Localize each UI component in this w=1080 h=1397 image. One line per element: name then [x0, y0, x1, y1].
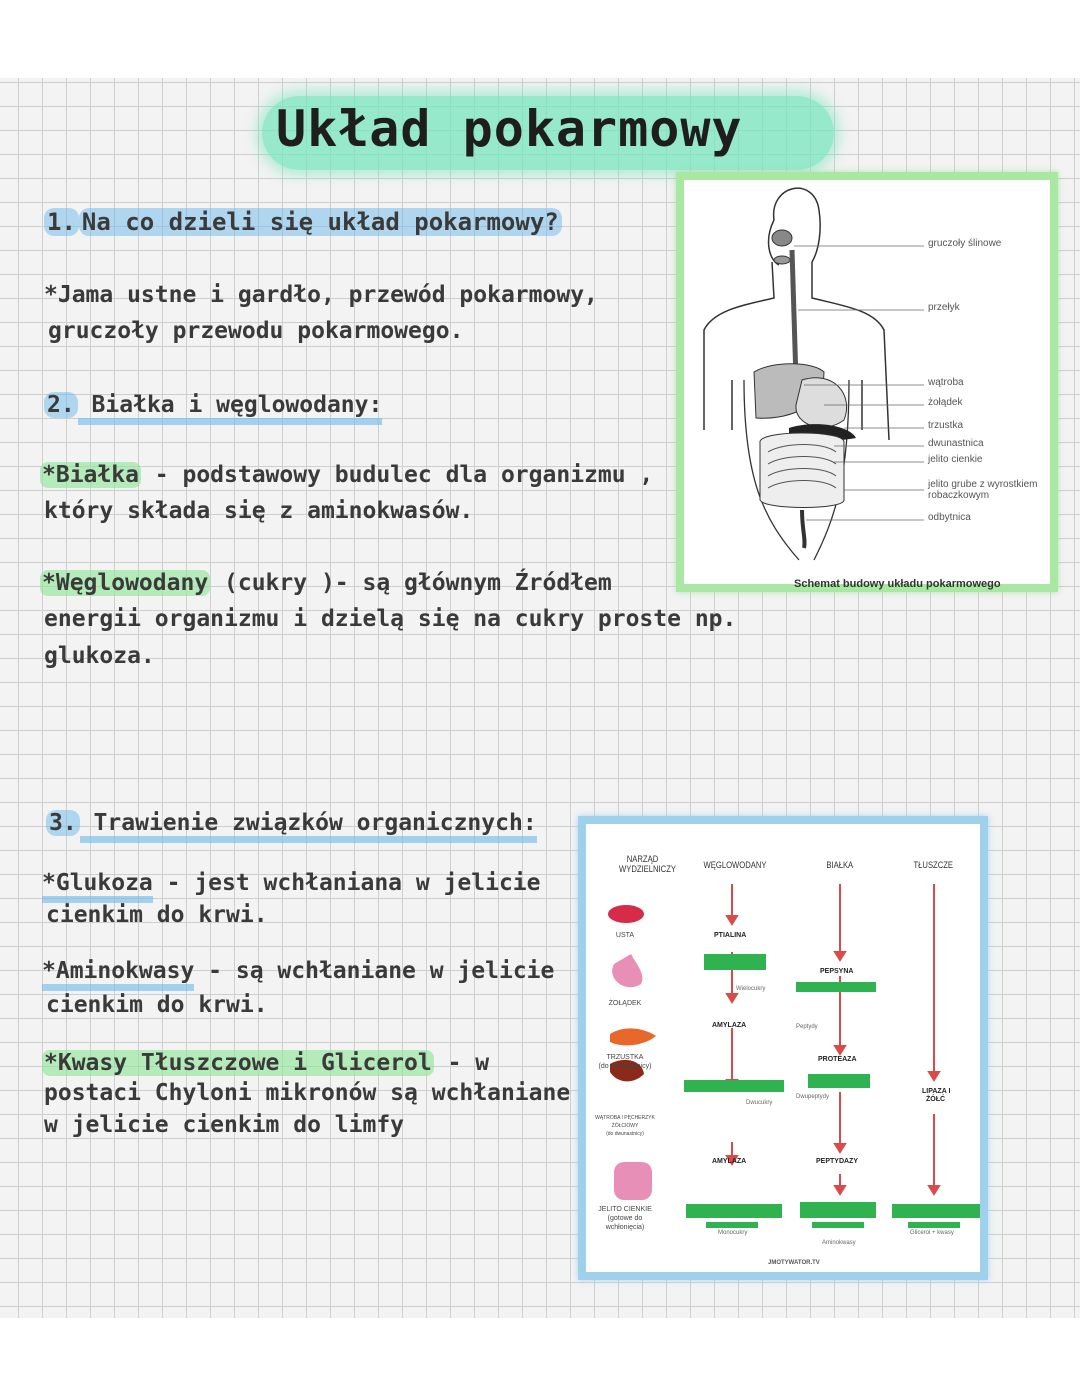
section-3-title: Trawienie związków organicznych: [79, 810, 537, 843]
label-esophagus: przełyk [928, 302, 960, 313]
label-stomach: żołądek [928, 397, 963, 408]
section-1-number: 1. [44, 208, 79, 236]
digestion-arrows-graphic [608, 884, 980, 1228]
section-2-number: 2. [44, 392, 78, 418]
enzyme-ptialina: PTIALINA [714, 932, 747, 939]
carb-definition-line-1: *Węglowodany (cukry )- są głównym Źródłe… [40, 570, 612, 596]
enzyme-pepsyna: PEPSYNA [820, 968, 854, 975]
digestion-table-diagram: NARZĄD WYDZIELNICZY WĘGLOWODANY BIAŁKA T… [578, 816, 988, 1280]
fat-line-1: *Kwasy Tłuszczowe i Glicerol - w [42, 1050, 489, 1076]
fat-line-3: w jelicie cienkim do limfy [44, 1112, 405, 1138]
amino-line-2: cienkim do krwi. [46, 992, 268, 1018]
label-large-intestine-1: jelito grube z wyrostkiem [928, 479, 1038, 490]
fat-term: *Kwasy Tłuszczowe i Glicerol [42, 1050, 434, 1076]
digestive-system-illustration [703, 187, 924, 561]
organ-intestine-2: (gotowe do [607, 1215, 643, 1222]
glucose-line-2: cienkim do krwi. [46, 902, 268, 928]
header-fats: TŁUSZCZE [913, 860, 954, 870]
title-highlight [262, 96, 834, 170]
section-3-number: 3. [46, 810, 80, 836]
organ-liver-1: WĄTROBA I PĘCHERZYK [595, 1115, 655, 1121]
header-proteins: BIAŁKA [826, 860, 854, 870]
enzyme-proteaza: PROTEAZA [818, 1056, 857, 1063]
glucose-term: *Glukoza [42, 870, 153, 903]
section-1-question: Na co dzieli się układ pokarmowy? [78, 208, 562, 236]
product-monocukry: Monocukry [718, 1230, 748, 1236]
amino-term: *Aminokwasy [42, 958, 195, 991]
organ-intestine-1: JELITO CIENKIE [598, 1206, 652, 1213]
header-organ-1: NARZĄD [626, 854, 659, 864]
section-1-answer-line-1: *Jama ustne i gardło, przewód pokarmowy, [44, 282, 598, 308]
carb-term: *Węglowodany [40, 570, 211, 596]
diagram-caption: Schemat budowy układu pokarmowego [794, 578, 1001, 590]
section-1-heading: 1.Na co dzieli się układ pokarmowy? [44, 208, 562, 236]
organ-intestine-3: wchłonięcia) [605, 1224, 645, 1231]
label-liver: wątroba [928, 377, 964, 388]
label-duodenum: dwunastnica [928, 438, 984, 449]
enzyme-peptydazy: PEPTYDAZY [816, 1158, 859, 1165]
product-aminokwasy: Aminokwasy [822, 1240, 856, 1246]
enzyme-amylaza-2: AMYLAZA [712, 1158, 747, 1165]
amino-text: - są wchłaniane w jelicie [194, 958, 555, 984]
label-salivary-glands: gruczoły ślinowe [928, 238, 1002, 249]
section-2-title: Białka i węglowodany: [77, 392, 383, 425]
enzyme-amylaza-1: AMYLAZA [712, 1022, 747, 1029]
label-pancreas: trzustka [928, 420, 964, 431]
protein-term: *Białka [40, 462, 141, 488]
organ-liver-2: ŻÓŁCIOWY [611, 1123, 639, 1129]
glucose-line-1: *Glukoza - jest wchłaniana w jelicie [42, 870, 541, 903]
protein-text: - podstawowy budulec dla organizmu , [140, 462, 654, 488]
product-wielocukry: Wielocukry [736, 986, 766, 992]
section-2-heading: 2. Białka i węglowodany: [44, 392, 383, 425]
product-glicerol: Glicerol + kwasy [910, 1230, 954, 1236]
organ-liver-3: (do dwunastnicy) [606, 1131, 644, 1137]
organ-mouth: USTA [615, 932, 635, 939]
source-logo: JMOTYWATOR.TV [768, 1260, 820, 1266]
organ-pancreas-1: TRZUSTKA [606, 1054, 644, 1061]
carb-text: (cukry )- są głównym Źródłem [210, 570, 612, 596]
section-3-heading: 3. Trawienie związków organicznych: [46, 810, 537, 843]
organ-stomach: ŻOŁĄDEK [608, 1000, 642, 1007]
glucose-text: - jest wchłaniana w jelicie [152, 870, 541, 896]
header-carbs: WĘGLOWODANY [703, 860, 767, 870]
label-small-intestine: jelito cienkie [928, 454, 983, 465]
fat-text: - w [433, 1050, 490, 1076]
protein-definition-line-2: który składa się z aminokwasów. [44, 498, 474, 524]
protein-definition-line-1: *Białka - podstawowy budulec dla organiz… [40, 462, 653, 488]
amino-line-1: *Aminokwasy - są wchłaniane w jelicie [42, 958, 555, 991]
enzyme-lipaza-1: LIPAZA I [922, 1088, 951, 1095]
header-organ-2: WYDZIELNICZY [619, 864, 676, 874]
label-rectum: odbytnica [928, 512, 971, 523]
label-large-intestine-2: robaczkowym [928, 490, 990, 501]
carb-definition-line-2: energii organizmu i dzielą się na cukry … [44, 606, 737, 632]
product-peptydy: Peptydy [796, 1024, 818, 1030]
section-1-answer-line-2: gruczoły przewodu pokarmowego. [48, 318, 464, 344]
product-dwupeptydy: Dwupeptydy [796, 1094, 830, 1100]
enzyme-lipaza-2: ŻÓŁĆ [926, 1096, 946, 1103]
carb-definition-line-3: glukoza. [44, 643, 155, 669]
fat-line-2: postaci Chyloni mikronów są wchłaniane [44, 1080, 571, 1106]
digestive-system-diagram: gruczoły ślinowe przełyk wątroba żołądek… [676, 172, 1058, 592]
product-dwucukry: Dwucukry [746, 1100, 773, 1106]
organ-pancreas-2: (do dwunastnicy) [598, 1063, 652, 1070]
page-title: Układ pokarmowy [276, 100, 743, 158]
